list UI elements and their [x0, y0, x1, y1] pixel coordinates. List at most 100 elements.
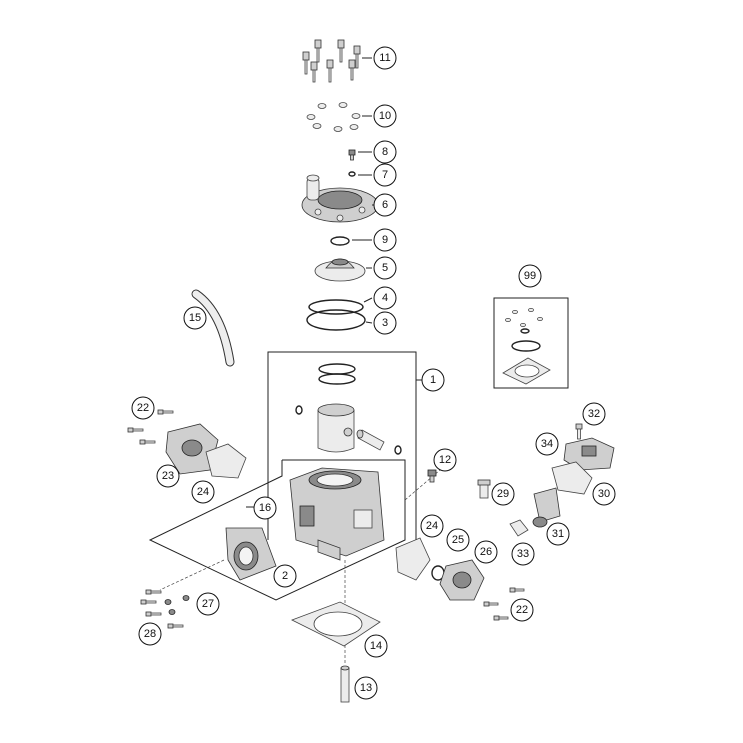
callout-circle [582, 402, 606, 426]
callout-29: 29 [491, 482, 515, 506]
bolt-head [310, 61, 318, 71]
callout-13: 13 [354, 676, 378, 700]
bolts-28 [140, 589, 184, 629]
hose-15-inner [192, 290, 234, 366]
callout-16: 16 [253, 496, 277, 520]
bolt-shank [304, 59, 308, 75]
screw-shank [350, 154, 354, 161]
callout-circle [373, 286, 397, 310]
callout-label: 24 [426, 520, 438, 532]
alignment-line-27 [159, 559, 225, 591]
washer [312, 123, 322, 129]
bolt-head [493, 615, 500, 621]
cover-23 [165, 423, 219, 475]
callout-circle [446, 528, 470, 552]
bolt-shank [150, 590, 162, 594]
bolt-shank [132, 428, 144, 432]
stud-13 [340, 665, 350, 703]
callout-circle [518, 264, 542, 288]
callout-label: 9 [382, 234, 388, 246]
cylinder-block [289, 467, 385, 561]
bolt-head [348, 59, 356, 69]
callout-28: 28 [138, 622, 162, 646]
bolt-head [140, 599, 147, 605]
nipple-hex [427, 469, 437, 477]
callout-label: 23 [162, 470, 174, 482]
callout-label: 15 [189, 312, 201, 324]
callout-label: 28 [144, 628, 156, 640]
callout-99: 99 [518, 264, 542, 288]
callout-circle [535, 432, 559, 456]
washer [338, 102, 348, 108]
bolt-shank [145, 600, 157, 604]
clips-27 [164, 595, 190, 615]
callout-circle [373, 140, 397, 164]
shaft-end [532, 516, 548, 528]
flange-port-bore [238, 546, 254, 566]
callout-label: 3 [382, 317, 388, 329]
callout-4: 4 [373, 286, 397, 310]
callout-12: 12 [433, 448, 457, 472]
insert-5 [314, 258, 366, 282]
clip [182, 595, 190, 601]
washer [349, 124, 359, 130]
piston-clip-left [295, 405, 303, 415]
base-gasket-bore [514, 364, 540, 378]
callout-9: 9 [373, 228, 397, 252]
cylinder-body [289, 467, 385, 557]
callout-32: 32 [582, 402, 606, 426]
sensor-29 [477, 479, 491, 499]
o-ring-3 [306, 309, 366, 331]
callout-label: 13 [360, 682, 372, 694]
small-washer [512, 309, 518, 314]
bolt-shank [316, 47, 320, 63]
callout-label: 11 [379, 52, 390, 64]
callout-22-lower: 22 [510, 598, 534, 622]
screw-shank [577, 428, 581, 440]
callout-22-upper: 22 [131, 396, 155, 420]
bolt-head [302, 51, 310, 61]
bolt-shank [498, 616, 509, 620]
callout-circle [156, 464, 180, 488]
bolt-hole [314, 208, 322, 216]
head-outlet-top [306, 174, 320, 182]
callout-label: 10 [379, 110, 391, 122]
head-dome [317, 190, 363, 210]
callout-circle [474, 540, 498, 564]
bolts-22-lower [483, 587, 525, 621]
bolt-shank [150, 612, 162, 616]
callout-3: 3 [373, 311, 397, 335]
base-gasket-bore [313, 611, 363, 637]
shaft-31 [532, 487, 561, 528]
cylinder-skirt [317, 539, 341, 561]
callout-label: 2 [282, 570, 288, 582]
bolts-22-upper [127, 409, 174, 445]
callout-circle [373, 193, 397, 217]
insert-top [331, 258, 349, 266]
shaft-body [533, 487, 561, 523]
washer [351, 113, 361, 119]
plug-33 [509, 519, 529, 537]
callout-14: 14 [364, 634, 388, 658]
alignment-line-12 [404, 469, 441, 501]
small-washer [520, 322, 526, 327]
bolt-shank [328, 67, 332, 83]
small-o-ring [520, 328, 530, 334]
bolt-shank [339, 47, 343, 63]
callout-label: 6 [382, 199, 388, 211]
washers-group-10 [306, 102, 361, 132]
small-washer [528, 307, 534, 312]
gasket-set-box [493, 297, 569, 389]
washer [333, 126, 343, 132]
callout-24-left: 24 [191, 480, 215, 504]
piston-ring-bottom [318, 373, 356, 385]
callout-label: 4 [382, 292, 388, 304]
bolt-head [127, 427, 134, 433]
washer [306, 114, 316, 120]
callout-2: 2 [273, 564, 297, 588]
stud-top [340, 665, 350, 671]
bolt-shank [488, 602, 499, 606]
bolt-shank [350, 67, 354, 81]
callout-26: 26 [474, 540, 498, 564]
